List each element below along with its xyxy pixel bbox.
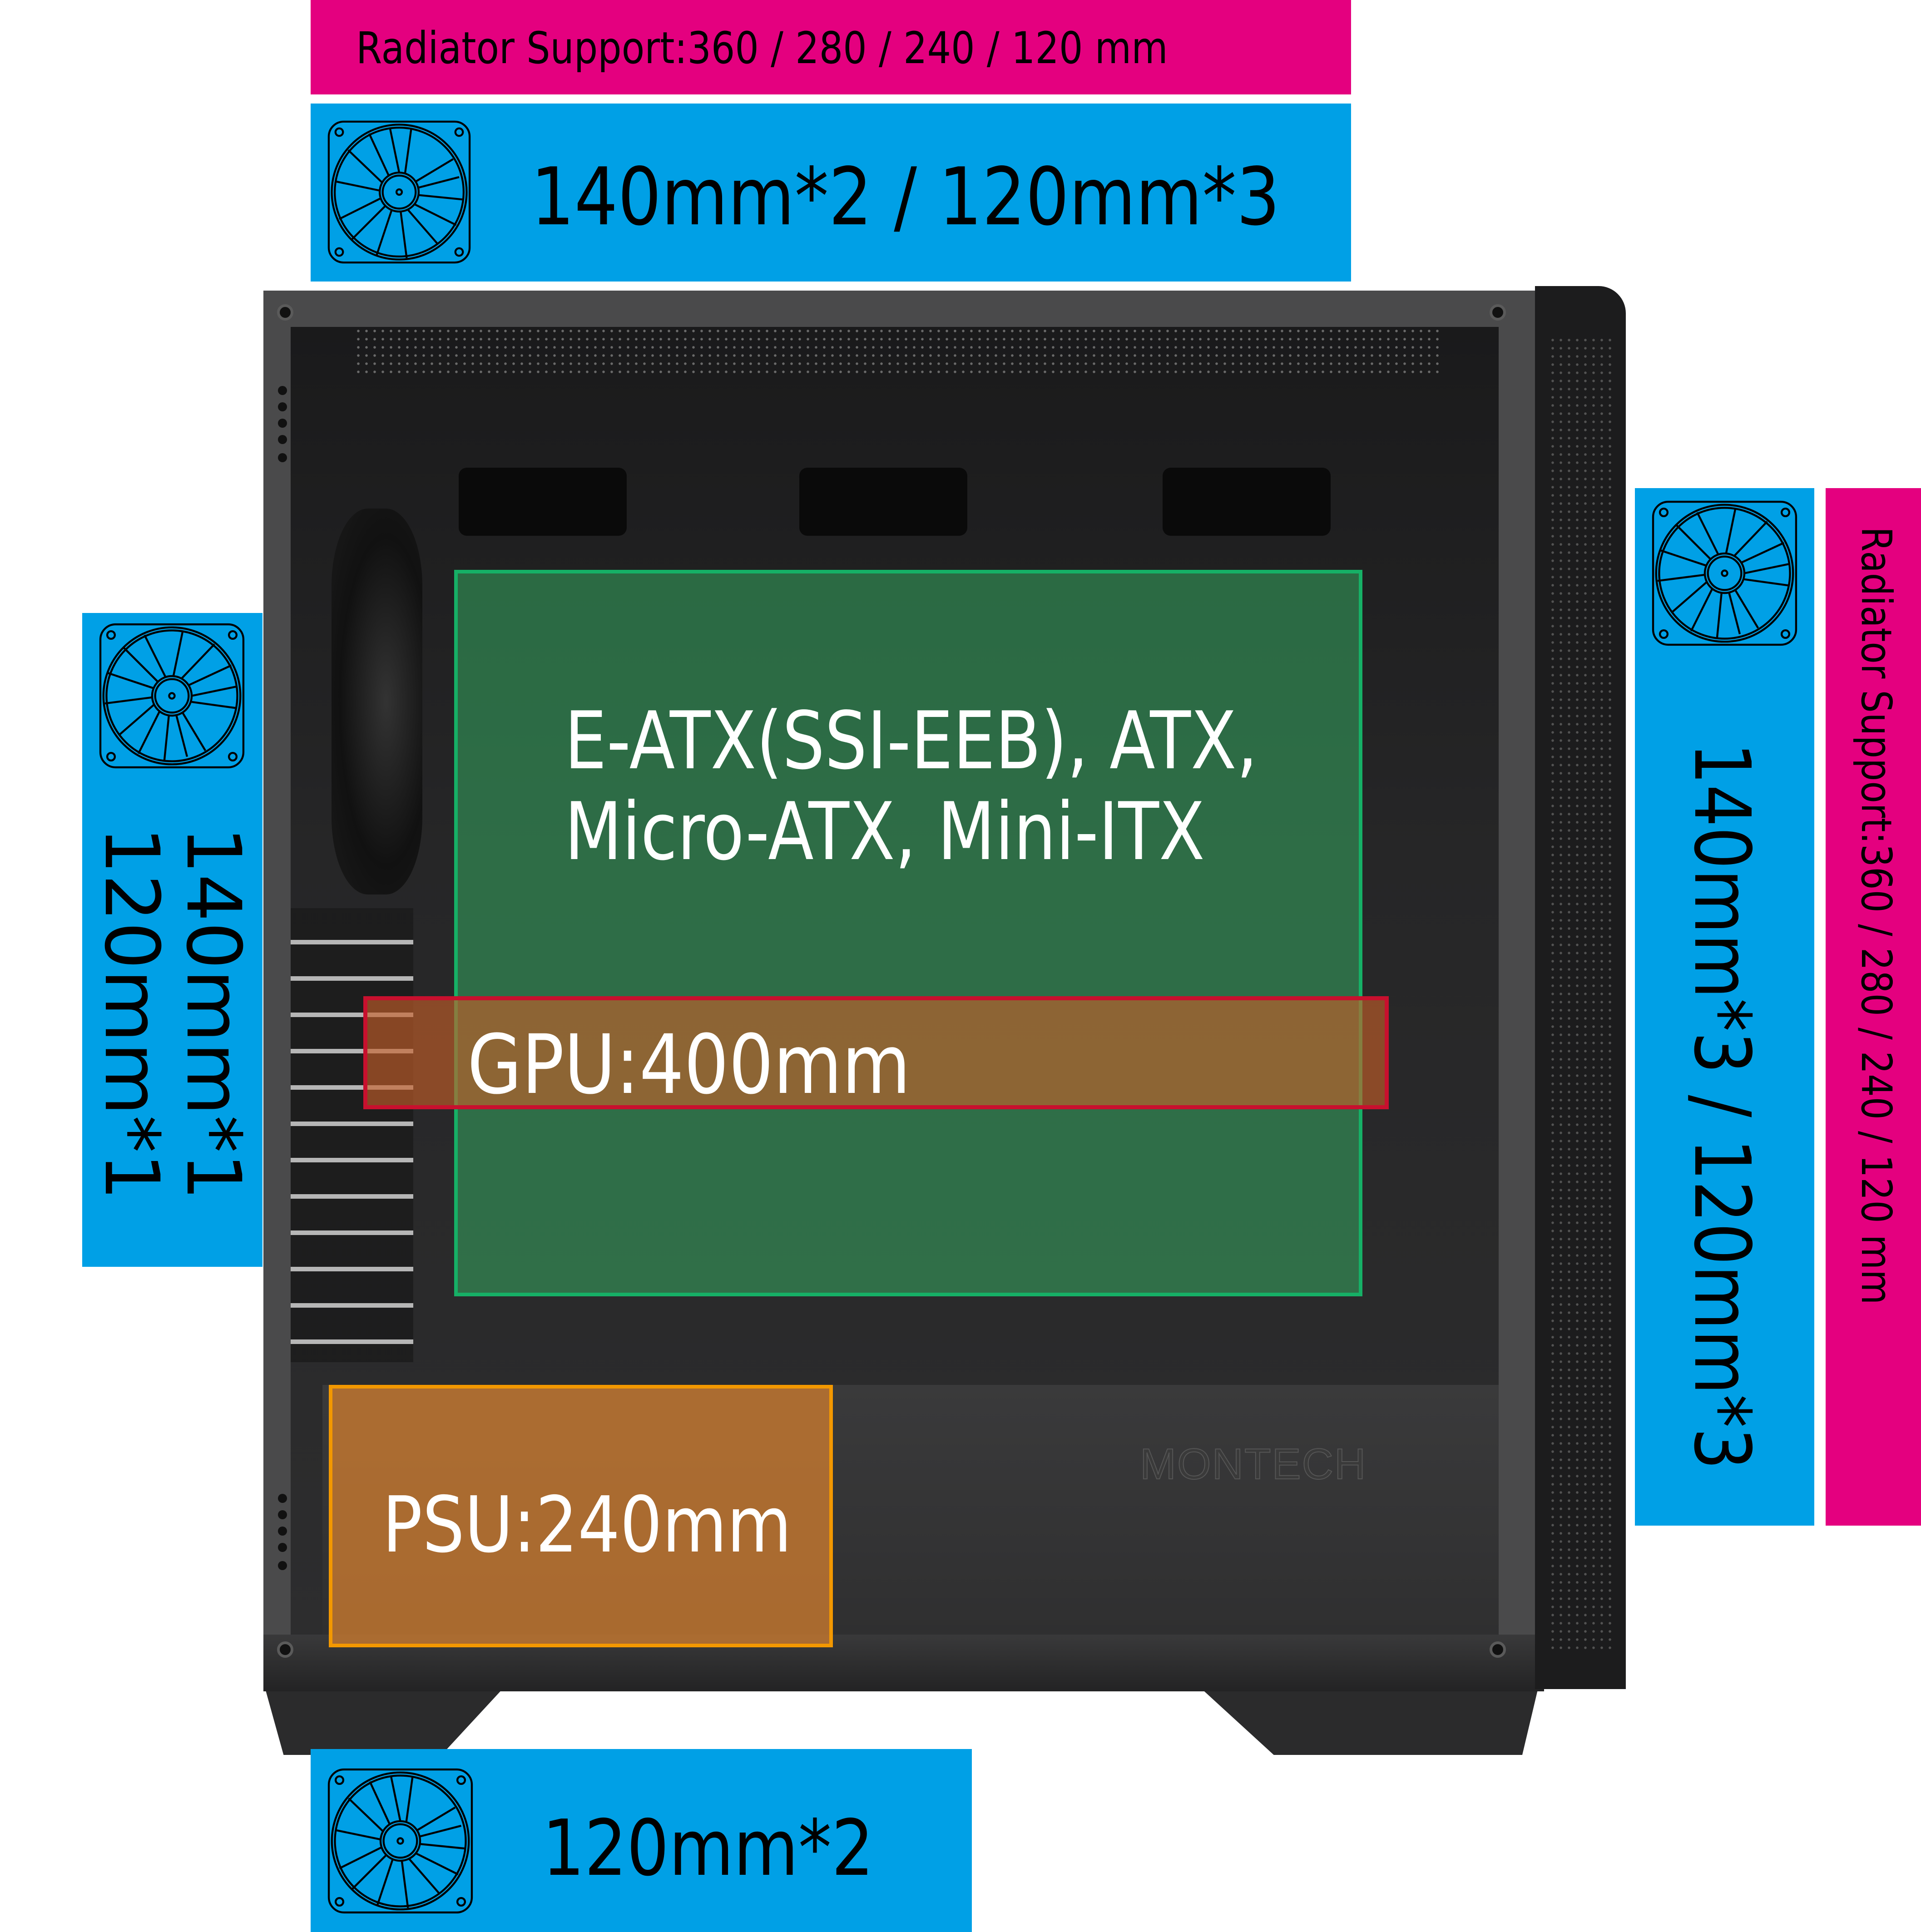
- psu-clearance-overlay: PSU:240mm: [329, 1385, 833, 1647]
- gpu-clearance-overlay: GPU:400mm: [363, 996, 1389, 1112]
- screw: [1490, 1641, 1506, 1658]
- screw: [1490, 304, 1506, 321]
- gpu-clearance-label: GPU:400mm: [467, 1018, 911, 1112]
- montech-logo: MONTECH: [1139, 1439, 1367, 1489]
- rear-exhaust-fan: [332, 509, 422, 894]
- top-radiator-support-bar: Radiator Support:360 / 280 / 240 / 120 m…: [311, 0, 1351, 94]
- front-fan-support-label: 140mm*3 / 120mm*3: [1677, 742, 1767, 1470]
- screw: [277, 1641, 293, 1658]
- motherboard-support-line1: E-ATX(SSI-EEB), ATX,: [564, 695, 1258, 787]
- top-radiator-support-label: Radiator Support:360 / 280 / 240 / 120 m…: [356, 23, 1168, 74]
- cable-cutout: [799, 468, 967, 536]
- motherboard-support-overlay: E-ATX(SSI-EEB), ATX, Micro-ATX, Mini-ITX: [454, 570, 1362, 1296]
- rear-fan-support-bar: 140mm*1 120mm*1: [82, 613, 262, 1267]
- motherboard-support-line2: Micro-ATX, Mini-ITX: [564, 786, 1205, 878]
- fan-icon: [324, 117, 474, 267]
- bottom-fan-support-bar: 120mm*2: [311, 1749, 972, 1932]
- fan-icon: [96, 620, 248, 772]
- psu-clearance-label: PSU:240mm: [382, 1480, 792, 1570]
- top-fan-support-bar: 140mm*2 / 120mm*3: [311, 104, 1351, 282]
- front-mesh: [1549, 336, 1612, 1653]
- fan-icon: [324, 1765, 476, 1917]
- rear-holes: [278, 386, 287, 395]
- cable-cutout: [459, 468, 627, 536]
- screw: [277, 304, 293, 321]
- top-mesh: [354, 327, 1444, 377]
- motherboard-support-label: E-ATX(SSI-EEB), ATX, Micro-ATX, Mini-ITX: [564, 696, 1258, 877]
- rear-fan-support-label-2: 120mm*1: [88, 826, 175, 1201]
- front-fan-support-bar: 140mm*3 / 120mm*3: [1635, 488, 1814, 1526]
- pcie-slots: [291, 908, 413, 1362]
- case-foot-right: [1194, 1682, 1540, 1755]
- fan-icon: [1649, 497, 1801, 649]
- cable-cutout: [1163, 468, 1331, 536]
- bottom-fan-support-label: 120mm*2: [542, 1804, 874, 1893]
- top-fan-support-label: 140mm*2 / 120mm*3: [531, 151, 1280, 243]
- front-mesh-panel: [1535, 286, 1626, 1689]
- rear-fan-support-label-1: 140mm*1: [170, 826, 257, 1201]
- front-radiator-support-bar: Radiator Support:360 / 280 / 240 / 120 m…: [1826, 488, 1921, 1526]
- rear-holes: [278, 1494, 287, 1503]
- front-radiator-support-label: Radiator Support:360 / 280 / 240 / 120 m…: [1852, 527, 1901, 1305]
- case-foot-left: [263, 1682, 599, 1755]
